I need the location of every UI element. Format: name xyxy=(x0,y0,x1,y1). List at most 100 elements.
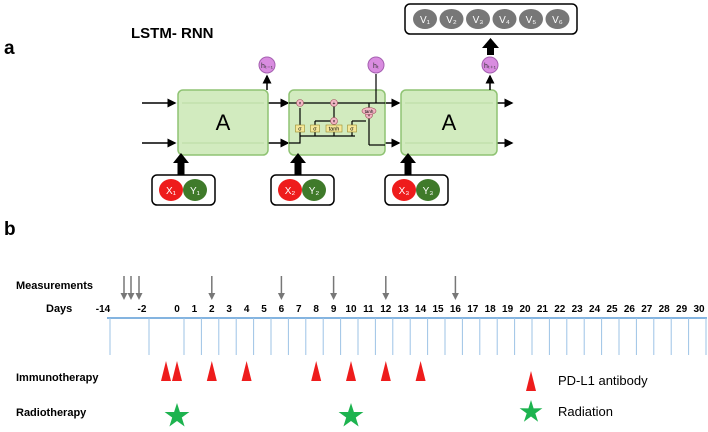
immunotherapy-triangle xyxy=(206,361,217,381)
day-tick-label: 5 xyxy=(261,304,267,315)
cell-gate-label: σ xyxy=(298,127,302,133)
immunotherapy-triangle xyxy=(161,361,171,381)
day-tick-label: 22 xyxy=(554,304,566,315)
day-tick: 1 xyxy=(192,304,202,355)
day-tick: 16 xyxy=(450,304,463,355)
measurement-arrow-head xyxy=(120,293,128,300)
days-label: Days xyxy=(46,303,72,315)
day-tick: 25 xyxy=(606,304,620,355)
hidden-state-label: hₜ xyxy=(373,63,379,70)
panel-b-label: b xyxy=(4,219,16,240)
immunotherapy-triangle xyxy=(346,361,356,381)
day-tick: 27 xyxy=(641,304,655,355)
day-tick-label: 14 xyxy=(415,304,427,315)
day-tick: 29 xyxy=(676,304,690,355)
input-x-label: X₂ xyxy=(285,186,296,197)
output-item-label: V₅ xyxy=(526,15,537,26)
hidden-state-label: hₜ₊₁ xyxy=(484,63,497,70)
day-tick-label: 21 xyxy=(537,304,549,315)
cell-op-2: + xyxy=(330,99,338,107)
immunotherapy-triangle xyxy=(311,361,322,381)
cell-gate-3: tanh xyxy=(325,124,343,133)
day-tick: 8 xyxy=(313,304,324,355)
day-tick-label: 9 xyxy=(331,304,337,315)
day-tick-label: 12 xyxy=(380,304,392,315)
day-tick: 2 xyxy=(209,304,220,355)
panel-a-label: a xyxy=(4,38,15,59)
day-tick: 10 xyxy=(345,304,359,355)
output-item-6: V₆ xyxy=(545,9,570,29)
day-tick-label: 2 xyxy=(209,304,215,315)
day-tick: 3 xyxy=(226,304,237,355)
day-tick-label: -2 xyxy=(138,304,147,315)
input-box-2: X₂ Y₂ xyxy=(270,174,335,206)
immunotherapy-triangle xyxy=(415,361,426,381)
cell-op-label: + xyxy=(333,101,336,107)
day-tick-label: 23 xyxy=(572,304,584,315)
immunotherapy-triangle xyxy=(241,361,252,381)
day-tick-label: 7 xyxy=(296,304,302,315)
input-x-label: X₁ xyxy=(166,186,177,197)
radiotherapy-label: Radiotherapy xyxy=(16,407,87,419)
radiotherapy-star xyxy=(338,403,364,427)
day-tick-label: 29 xyxy=(676,304,688,315)
day-tick: 26 xyxy=(624,304,637,355)
day-tick-label: 0 xyxy=(174,304,180,315)
measurement-arrow-head xyxy=(382,293,390,300)
measurement-arrow-head xyxy=(135,293,143,300)
input-arrow-3 xyxy=(400,153,416,175)
cell-op-label: × xyxy=(368,113,371,119)
legend-star-icon xyxy=(519,400,543,422)
immunotherapy-markers xyxy=(161,361,426,381)
day-tick: 13 xyxy=(398,304,411,355)
output-item-label: V₁ xyxy=(420,15,431,26)
output-item-5: V₅ xyxy=(519,9,543,29)
output-item-label: V₃ xyxy=(473,15,484,26)
cell-op-3: × xyxy=(330,117,338,125)
input-y-label: Y₂ xyxy=(309,186,320,197)
day-tick: 24 xyxy=(589,304,603,355)
day-tick-label: 28 xyxy=(659,304,671,315)
day-tick-label: 6 xyxy=(279,304,285,315)
day-tick-label: -14 xyxy=(96,304,111,315)
legend-label: Radiation xyxy=(558,404,613,419)
day-tick: 21 xyxy=(537,304,550,355)
cell-gate-label: σ xyxy=(350,127,354,133)
day-tick-label: 10 xyxy=(345,304,357,315)
day-tick-label: 13 xyxy=(398,304,410,315)
day-tick: 0 xyxy=(174,304,185,355)
legend-label: PD-L1 antibody xyxy=(558,373,648,388)
day-tick-label: 24 xyxy=(589,304,601,315)
output-item-label: V₄ xyxy=(499,15,510,26)
day-tick-label: 1 xyxy=(192,304,198,315)
hidden-state-label: hₜ₋₁ xyxy=(261,63,274,70)
cell-op-label: × xyxy=(333,119,336,125)
day-tick-label: 18 xyxy=(485,304,497,315)
output-arrow xyxy=(482,38,499,55)
day-tick-label: 19 xyxy=(502,304,514,315)
day-tick-label: 11 xyxy=(363,304,374,315)
day-tick: 9 xyxy=(331,304,342,355)
day-tick-label: 8 xyxy=(313,304,319,315)
day-tick: 14 xyxy=(415,304,429,355)
output-item-1: V₁ xyxy=(413,9,437,29)
day-tick-label: 26 xyxy=(624,304,636,315)
day-tick: 18 xyxy=(485,304,498,355)
immunotherapy-label: Immunotherapy xyxy=(16,372,99,384)
lstm-cell-1: A xyxy=(177,89,269,156)
output-item-3: V₃ xyxy=(466,9,490,29)
sequence-arrows xyxy=(142,98,514,148)
day-tick: 15 xyxy=(432,304,446,355)
legend-item-1: PD-L1 antibody xyxy=(526,371,648,391)
day-tick: 5 xyxy=(261,304,272,355)
day-tick: 19 xyxy=(502,304,516,355)
measurement-arrow-head xyxy=(330,293,338,300)
day-tick-label: 17 xyxy=(467,304,479,315)
legend-item-2: Radiation xyxy=(519,400,613,422)
legend-triangle-icon xyxy=(526,371,536,391)
cell-op-label: tanh xyxy=(365,109,374,114)
day-tick-label: 16 xyxy=(450,304,462,315)
